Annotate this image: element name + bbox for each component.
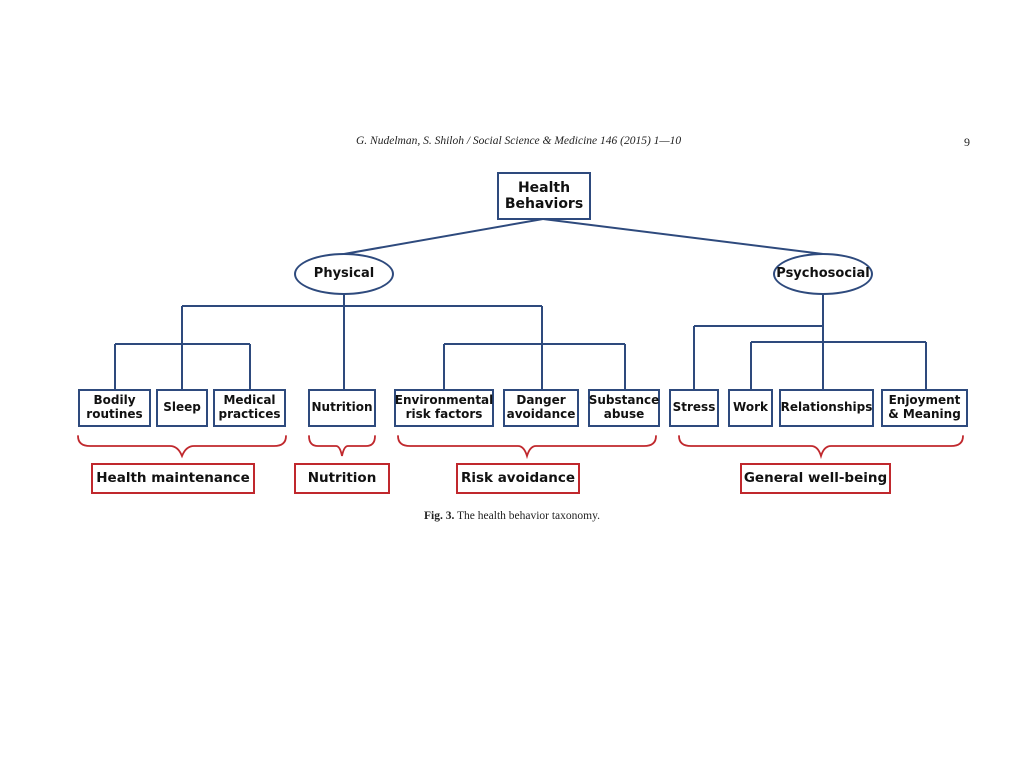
figure-caption: Fig. 3. The health behavior taxonomy. — [0, 510, 1024, 522]
caption-text: The health behavior taxonomy. — [457, 510, 600, 522]
health-maintenance-category: Health maintenance — [91, 463, 255, 494]
risk-avoidance-label: Risk avoidance — [460, 469, 576, 486]
risk-avoidance-brace — [397, 435, 657, 460]
relationships-label: Relationships — [780, 400, 873, 415]
substance-abuse-line2: abuse — [603, 407, 645, 421]
environmental-risk-factors-node: Environmental risk factors — [394, 389, 494, 427]
nutrition-node: Nutrition — [308, 389, 376, 427]
relationships-node: Relationships — [779, 389, 874, 427]
health-behaviors-line1: Health — [517, 179, 571, 196]
nutrition-category: Nutrition — [294, 463, 390, 494]
general-well-being-category: General well-being — [740, 463, 891, 494]
enjoyment-meaning-node: Enjoyment & Meaning — [881, 389, 968, 427]
health-maintenance-brace — [77, 435, 287, 459]
psychosocial-label: Psychosocial — [776, 265, 870, 281]
general-well-being-brace — [678, 435, 964, 460]
bodily-routines-line2: routines — [86, 407, 143, 421]
medical-practices-line2: practices — [218, 407, 281, 421]
physical-label: Physical — [313, 265, 375, 281]
work-label: Work — [733, 400, 768, 415]
root-psychosocial-connector — [542, 218, 824, 255]
bodily-routines-node: Bodily routines — [78, 389, 151, 427]
caption-label: Fig. 3. — [424, 510, 455, 522]
enjoyment-line1: Enjoyment — [888, 393, 961, 408]
health-behaviors-node: Health Behaviors — [497, 172, 591, 220]
danger-avoidance-node: Danger avoidance — [503, 389, 579, 427]
environmental-line2: risk factors — [405, 407, 483, 421]
danger-avoidance-line2: avoidance — [506, 407, 576, 421]
nutrition-label: Nutrition — [311, 400, 373, 415]
physical-node: Physical — [294, 253, 394, 295]
health-behaviors-line2: Behaviors — [504, 196, 584, 212]
risk-avoidance-category: Risk avoidance — [456, 463, 580, 494]
page-number: 9 — [964, 135, 970, 149]
sleep-label: Sleep — [163, 400, 201, 415]
medical-practices-line1: Medical — [223, 393, 276, 408]
general-well-being-label: General well-being — [743, 469, 888, 486]
psychosocial-node: Psychosocial — [773, 253, 873, 295]
health-maintenance-label: Health maintenance — [96, 469, 250, 486]
nutrition-category-label: Nutrition — [307, 469, 377, 486]
sleep-node: Sleep — [156, 389, 208, 427]
stress-label: Stress — [672, 400, 716, 415]
danger-avoidance-line1: Danger — [516, 393, 566, 408]
taxonomy-figure: Health Behaviors Physical Psychosocial B… — [77, 172, 968, 494]
bodily-routines-line1: Bodily — [93, 393, 136, 408]
medical-practices-node: Medical practices — [213, 389, 286, 427]
nutrition-brace — [308, 435, 376, 457]
connector-lines — [77, 218, 964, 460]
stress-node: Stress — [669, 389, 719, 427]
work-node: Work — [728, 389, 773, 427]
root-physical-connector — [343, 218, 544, 255]
running-head-citation: G. Nudelman, S. Shiloh / Social Science … — [356, 135, 682, 147]
enjoyment-line2: & Meaning — [888, 407, 961, 421]
substance-abuse-node: Substance abuse — [588, 389, 660, 427]
running-head: G. Nudelman, S. Shiloh / Social Science … — [0, 135, 1024, 153]
substance-abuse-line1: Substance — [588, 393, 660, 408]
environmental-line1: Environmental — [394, 393, 494, 408]
